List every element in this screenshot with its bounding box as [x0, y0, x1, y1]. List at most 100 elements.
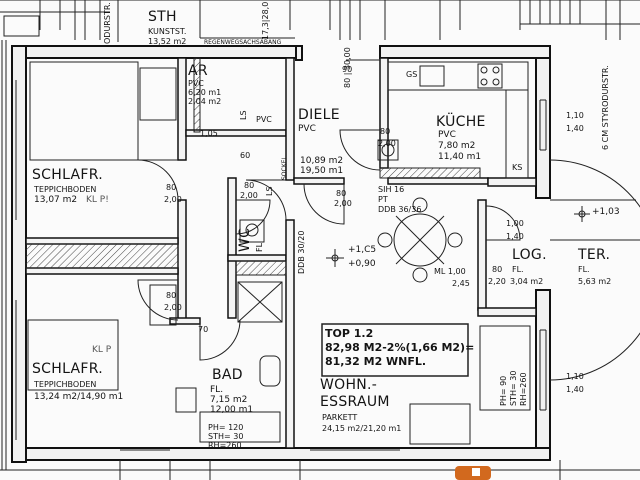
dim-80-c: 80 [244, 181, 255, 190]
dim-105: 1,05 [200, 129, 218, 138]
diele-area2: 19,50 m1 [300, 166, 344, 176]
dim-110-b: 1,10 [566, 372, 584, 381]
ar-area2: 2,04 m2 [188, 97, 222, 106]
rh-right: RH=260 [519, 372, 528, 406]
wc-floor: FL [255, 242, 264, 252]
kitchen-fixtures [377, 61, 529, 179]
ddb-vert: DDB 30/20 [297, 230, 306, 274]
dim-140-right: 1,40 [566, 124, 584, 133]
log-area: 3,04 m2 [510, 277, 544, 286]
sockel-label: SOCKEL [281, 156, 288, 180]
wohn-area: 24,15 m2/21,20 m1 [322, 424, 402, 433]
wc-name: WC [237, 227, 253, 252]
top-strip [0, 0, 640, 42]
dim-80-e: 80 [380, 127, 391, 136]
schlaf1-floor: TEPPICHBODEN [34, 185, 97, 194]
schlaf1-name: SCHLAFR. [32, 167, 104, 183]
dim-60: 60 [240, 151, 251, 160]
bottom-strip [0, 460, 640, 480]
dim-100: 1,00 [506, 219, 524, 228]
log-name: LOG. [512, 247, 547, 263]
kueche-area1: 7,80 m2 [438, 141, 476, 151]
dim-80-d: 80 [336, 189, 347, 198]
ddb-label: DDB 36/36 [378, 205, 422, 214]
bad-area1: 7,15 m2 [210, 395, 248, 405]
hz-label: REGENWEGSACHSABANG [204, 39, 282, 46]
hatched-zones [25, 57, 481, 276]
top-vert: 17,3|28,0 [261, 1, 270, 40]
ph-right: PH= 90 [499, 375, 508, 406]
ter-name: TER. [578, 247, 611, 263]
schlaf2-mark: KL P [92, 345, 112, 355]
schlaf2-name: SCHLAFR. [32, 361, 104, 377]
dim-140-b: 1,40 [566, 385, 584, 394]
gs-label: GS [406, 70, 418, 79]
sth-name: STH [148, 9, 177, 25]
dim-200-e: 2,00 [378, 139, 396, 148]
dim-245: 2,45 [452, 279, 470, 288]
wohn-name2: ESSRAUM [320, 394, 390, 410]
kueche-area2: 11,40 m1 [438, 152, 482, 162]
dim-200-b: 2,00 [164, 303, 182, 312]
schlaf2-floor: TEPPICHBODEN [34, 380, 97, 389]
schlaf2-area: 13,24 m2/14,90 m1 [34, 392, 124, 402]
bad-name: BAD [212, 367, 243, 383]
left-strip [1, 40, 7, 470]
ar-area1: 6,20 m1 [188, 88, 222, 97]
dim-80-b: 80 [166, 291, 177, 300]
kueche-floor: PVC [438, 130, 456, 140]
dim-220: 2,20 [488, 277, 506, 286]
bad-sth: STH= 30 [208, 432, 244, 441]
wohn-floor: PARKETT [322, 413, 358, 422]
diele-area1: 10,89 m2 [300, 156, 344, 166]
wohn-name1: WOHN.- [320, 377, 378, 393]
diele-floor: PVC [298, 124, 316, 134]
door-swings [137, 59, 521, 361]
windows [15, 80, 547, 451]
top-unit-label: TOP 1.2 [325, 327, 374, 340]
dim-90: 90 [342, 65, 353, 74]
area-line2: 81,32 M2 WNFL. [325, 355, 427, 368]
ar-name: AR [188, 63, 208, 79]
kueche-name: KÜCHE [436, 114, 486, 130]
styrodur-left: ODURSTR. [103, 2, 112, 44]
dim-80-a: 80 [166, 183, 177, 192]
ls-label-a: LS [239, 110, 248, 120]
bath-fixtures [175, 219, 283, 443]
dim-200-a: 2,00 [164, 195, 182, 204]
dim-200-d: 2,00 [334, 199, 352, 208]
bad-area2: 12,00 m1 [210, 405, 254, 415]
ks-label: KS [512, 163, 523, 172]
log-floor: FL. [512, 265, 524, 274]
interior-walls [25, 57, 537, 449]
level-1: +1,C5 [348, 245, 377, 255]
level-2: +0,90 [348, 259, 376, 269]
dim-200-c: 2,00 [240, 191, 258, 200]
dim-80-f: 80 [492, 265, 503, 274]
dim-110: 1,10 [566, 111, 584, 120]
living-furniture [321, 197, 590, 445]
ml-label: ML 1,00 [434, 267, 466, 276]
bedroom-furniture [27, 61, 177, 391]
ter-level: +1,03 [592, 207, 620, 217]
pvc-small: PVC [256, 115, 272, 124]
sth-sub: KUNSTST. [148, 27, 187, 36]
schlaf1-mark: KL P! [86, 195, 109, 205]
ter-area: 5,63 m2 [578, 277, 612, 286]
ar-floor: PVC [188, 79, 204, 88]
sih-label: SIH 16 [378, 185, 405, 194]
dim-70: 70 [198, 325, 209, 334]
dim-140: 1,40 [506, 232, 524, 241]
bad-rh: RH=260 [208, 441, 242, 450]
bad-floor: FL. [210, 385, 224, 395]
area-line1: 82,98 M2-2%(1,66 M2)= [325, 341, 475, 354]
ls-label-b: LS [265, 186, 274, 196]
zedr-vert: 80 | 30,00 [343, 47, 352, 88]
diele-name: DIELE [298, 107, 340, 123]
pt-label: PT [378, 195, 388, 204]
sth-right: STH= 30 [509, 370, 518, 406]
bad-ph: PH= 120 [208, 423, 244, 432]
sth-area: 13,52 m2 [148, 37, 187, 46]
